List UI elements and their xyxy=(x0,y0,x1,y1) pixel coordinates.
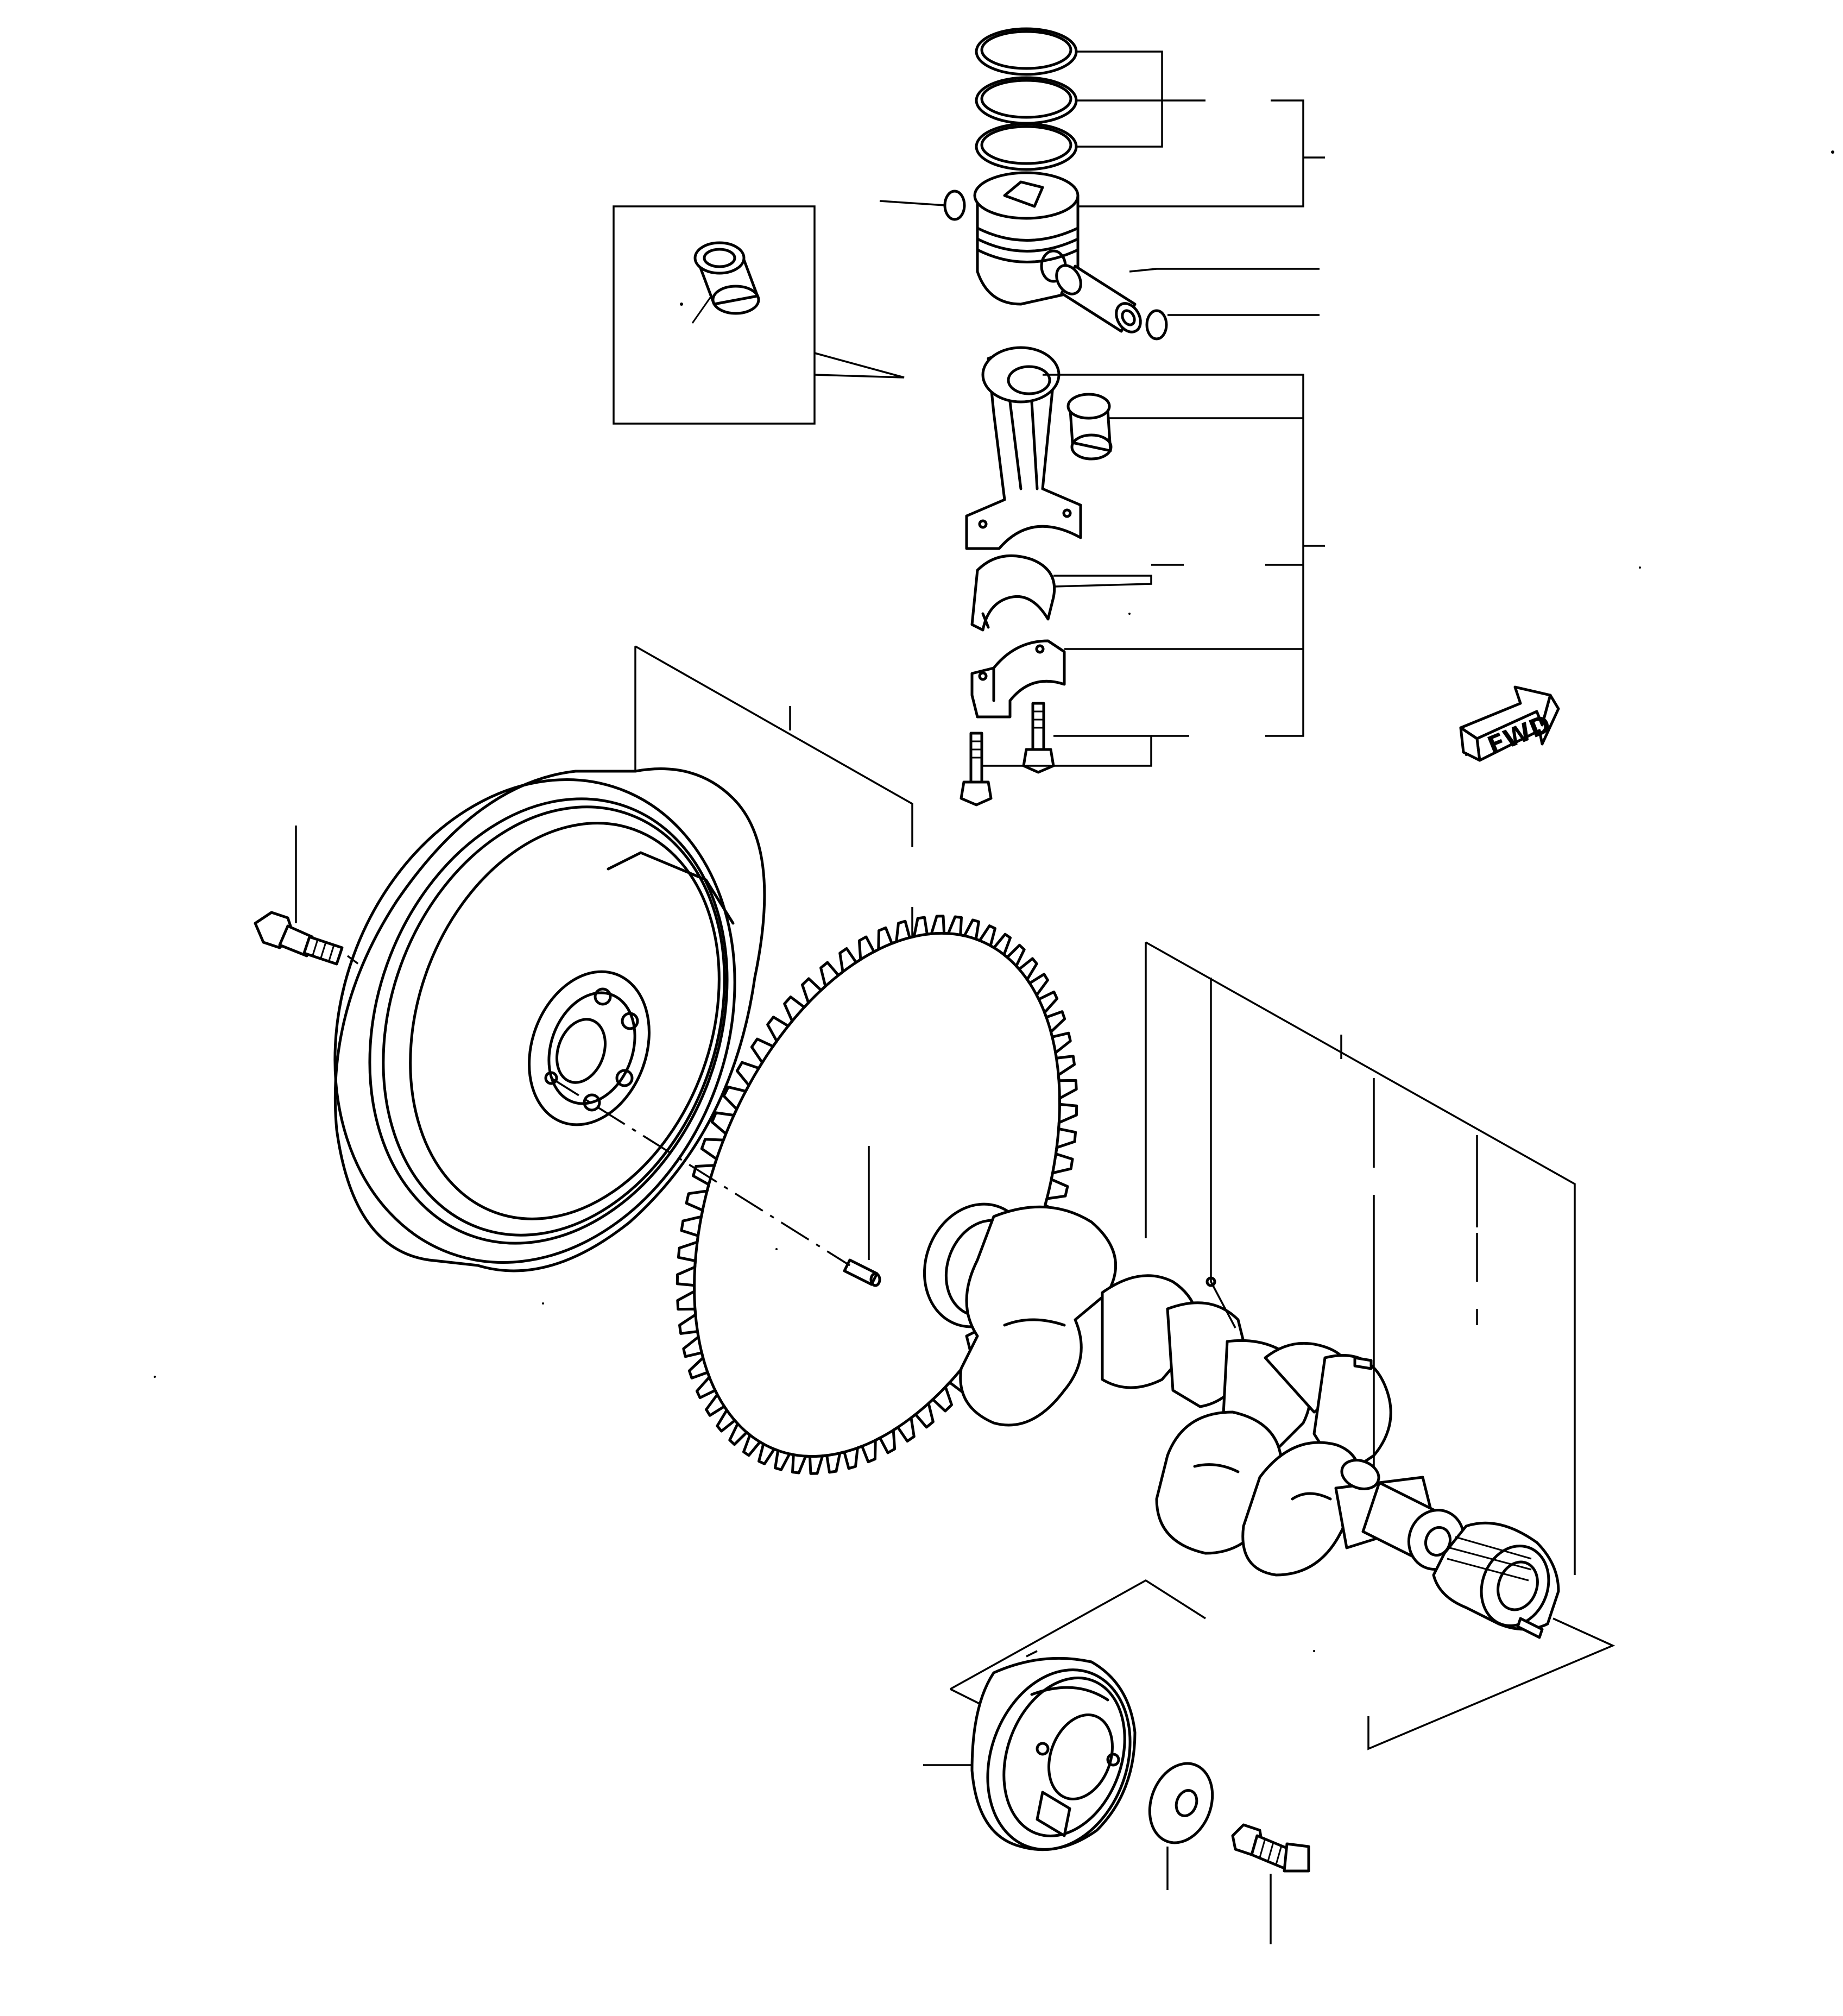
connecting-rod-bearing-upper xyxy=(970,554,1056,632)
small-end-bushing-detail xyxy=(613,205,905,425)
crankshaft-pulley xyxy=(970,1656,1137,1851)
piston-pin-snap-ring-left xyxy=(943,190,966,221)
piston-ring-oil xyxy=(975,122,1078,171)
piston-pin-snap-ring-right xyxy=(1145,309,1168,341)
pulley-washer xyxy=(1148,1762,1214,1844)
detail-bushing xyxy=(693,241,760,315)
piston-ring-top xyxy=(975,27,1078,76)
pulley-bolt xyxy=(1231,1823,1310,1873)
woodruff-key xyxy=(1353,1356,1373,1370)
flywheel-hub xyxy=(528,970,651,1126)
piston xyxy=(973,171,1080,306)
flywheel-bolt-axis xyxy=(346,955,359,965)
dowel-pin xyxy=(843,1258,881,1287)
crankshaft-assembly-bracket xyxy=(1145,941,1576,1575)
piston-ring-second xyxy=(975,76,1078,125)
scan-specks xyxy=(154,150,1834,1652)
piston-leader-lines xyxy=(879,51,1325,767)
piston-pin xyxy=(1055,264,1142,333)
fwd-direction-indicator: FWD xyxy=(1459,685,1560,762)
connecting-rod-cap xyxy=(970,639,1066,719)
flywheel-bolt xyxy=(254,911,344,966)
flywheel-center-axis xyxy=(551,1077,850,1267)
crankshaft-gear xyxy=(1432,1521,1560,1639)
connecting-rod-bolts xyxy=(960,702,1055,807)
crankshaft xyxy=(923,1202,1466,1577)
small-end-bushing xyxy=(1066,393,1113,461)
connecting-rod xyxy=(965,346,1082,550)
